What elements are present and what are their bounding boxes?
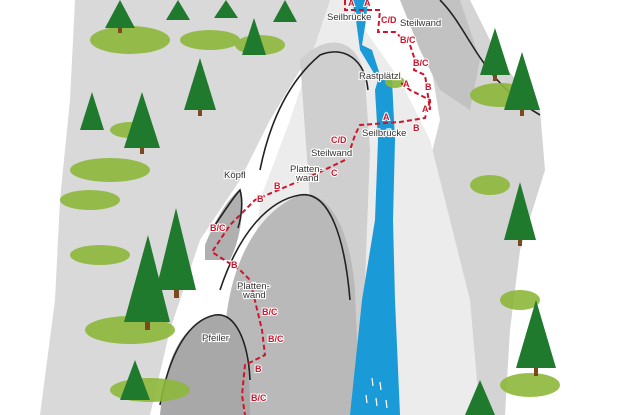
grade-label: A: [383, 112, 390, 122]
grade-label: C/D: [381, 15, 397, 25]
grade-label: B: [257, 194, 264, 204]
river: [350, 0, 400, 415]
grade-label: A: [364, 0, 371, 8]
tree-icon: [156, 208, 196, 298]
label-steilwand-top: Steilwand: [400, 18, 441, 29]
tree-icon: [166, 0, 190, 20]
tree-icon: [184, 58, 216, 116]
tree-icon: [504, 182, 536, 246]
label-pfeiler: Pfeiler: [202, 333, 229, 344]
trees: [80, 0, 556, 415]
grade-label: A: [422, 104, 429, 114]
grade-label: C: [331, 168, 338, 178]
grade-label: B: [274, 181, 281, 191]
rock-edge-pfeiler: [159, 314, 251, 406]
tree-icon: [504, 52, 540, 116]
grade-label: B/C: [251, 393, 267, 403]
tree-icon: [516, 300, 556, 376]
tree-icon: [465, 380, 495, 415]
label-plattenwand-upper-1: Platten-: [290, 164, 323, 175]
grade-label: B: [255, 364, 262, 374]
grade-label: B: [413, 123, 420, 133]
grade-label: C/D: [331, 135, 347, 145]
label-plattenwand-upper-2: wand: [295, 173, 319, 184]
river-ripples: [365, 377, 388, 409]
label-plattenwand-lower-2: wand: [242, 290, 266, 301]
koepfl-rock: [205, 190, 242, 260]
label-steilwand-mid: Steilwand: [311, 148, 352, 159]
tree-icon: [80, 92, 104, 130]
climbing-route-path: [210, 0, 431, 415]
tree-icon: [105, 0, 135, 33]
label-rastplaetzl: Rastplätzl: [359, 71, 401, 82]
tree-icon: [120, 360, 150, 400]
mountain-background: [40, 0, 330, 415]
tree-icon: [273, 0, 297, 22]
label-plattenwand-lower-1: Platten-: [237, 281, 270, 292]
grade-label: B/C: [210, 223, 226, 233]
rock-edge-plattenwand: [219, 194, 351, 301]
rock-edge-koepfl: [214, 188, 243, 229]
label-koepfl: Köpfl: [224, 170, 246, 181]
grade-label: B/C: [268, 334, 284, 344]
grade-label: A: [403, 79, 410, 89]
grade-label: B/C: [413, 58, 429, 68]
tree-icon: [124, 92, 160, 154]
tree-icon: [214, 0, 238, 18]
label-seilbruecke-top: Seilbrücke: [327, 12, 371, 23]
tree-icon: [242, 18, 266, 55]
plattenwand-rock: [220, 194, 360, 415]
tree-icon: [124, 235, 170, 330]
grade-label: A: [348, 0, 355, 8]
grade-label: B/C: [400, 35, 416, 45]
grade-label: B: [231, 260, 238, 270]
tree-icon: [480, 28, 510, 81]
grade-label: B/C: [262, 307, 278, 317]
grade-label: B: [425, 82, 432, 92]
rock-edge-upper: [259, 51, 369, 171]
label-seilbruecke-mid: Seilbrücke: [362, 128, 406, 139]
